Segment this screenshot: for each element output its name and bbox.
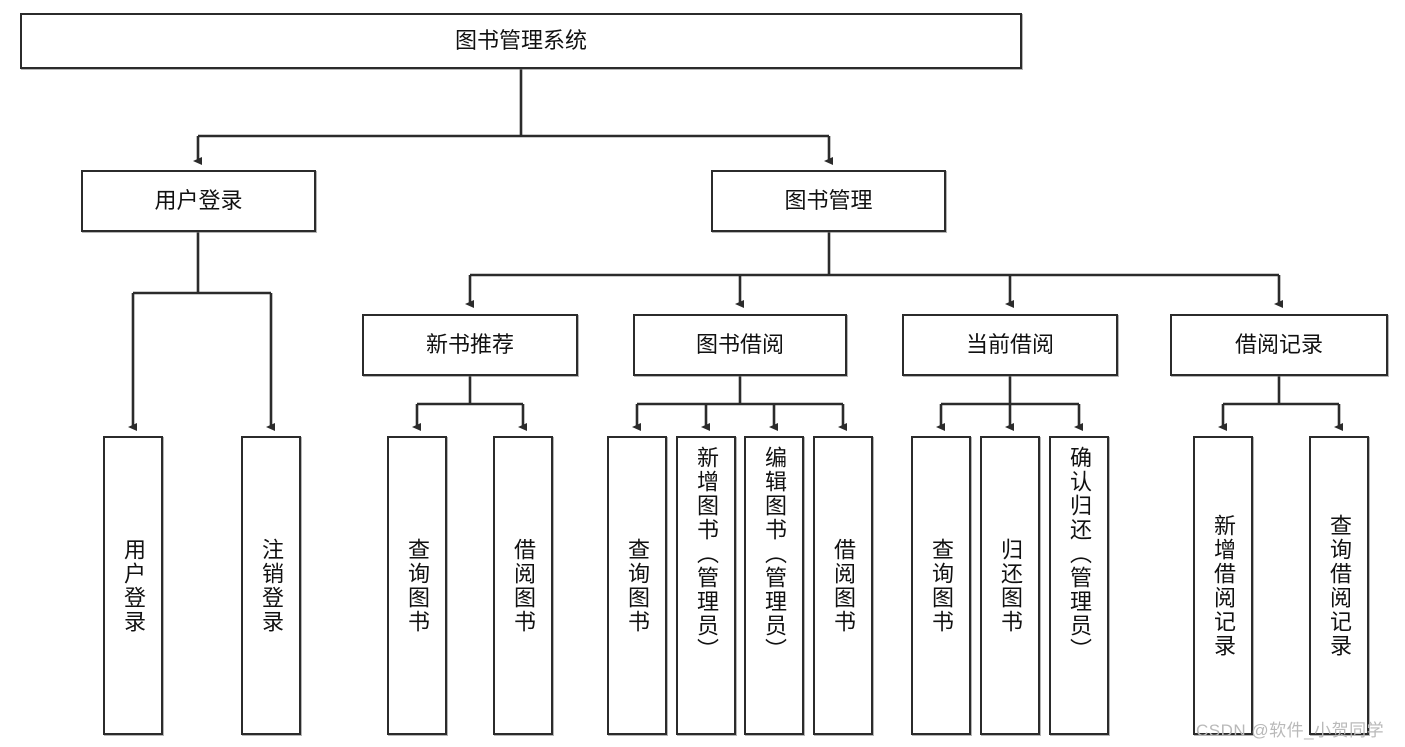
leaf-current-confirm-return[interactable]: 确认归还（管理员）	[1049, 436, 1109, 735]
leaf-current-return-label: 归还图书	[998, 537, 1023, 634]
leaf-user-login-signin[interactable]: 用户登录	[103, 436, 163, 735]
leaf-new-book-borrow-label: 借阅图书	[511, 537, 536, 634]
leaf-records-query[interactable]: 查询借阅记录	[1309, 436, 1369, 735]
node-user-login[interactable]: 用户登录	[81, 170, 316, 232]
node-new-book-recommend[interactable]: 新书推荐	[362, 314, 578, 376]
leaf-borrow-borrow-book-label: 借阅图书	[831, 537, 856, 634]
node-root[interactable]: 图书管理系统	[20, 13, 1022, 69]
leaf-records-add-label: 新增借阅记录	[1211, 513, 1236, 658]
node-new-book-recommend-label: 新书推荐	[425, 332, 514, 358]
node-book-borrow[interactable]: 图书借阅	[633, 314, 847, 376]
leaf-user-login-signout-label: 注销登录	[259, 537, 284, 634]
leaf-borrow-add-book[interactable]: 新增图书（管理员）	[676, 436, 736, 735]
leaf-new-book-query-label: 查询图书	[405, 537, 430, 634]
leaf-user-login-signout[interactable]: 注销登录	[241, 436, 301, 735]
leaf-new-book-borrow[interactable]: 借阅图书	[493, 436, 553, 735]
node-book-management[interactable]: 图书管理	[711, 170, 946, 232]
leaf-borrow-query[interactable]: 查询图书	[607, 436, 667, 735]
node-current-borrow-label: 当前借阅	[965, 332, 1054, 358]
leaf-borrow-borrow-book[interactable]: 借阅图书	[813, 436, 873, 735]
node-borrow-records[interactable]: 借阅记录	[1170, 314, 1388, 376]
leaf-current-query[interactable]: 查询图书	[911, 436, 971, 735]
leaf-user-login-signin-label: 用户登录	[121, 537, 146, 634]
leaf-current-query-label: 查询图书	[929, 537, 954, 634]
leaf-current-confirm-return-label: 确认归还（管理员）	[1067, 446, 1092, 662]
node-root-label: 图书管理系统	[454, 28, 587, 54]
leaf-current-return[interactable]: 归还图书	[980, 436, 1040, 735]
leaf-borrow-edit-book-label: 编辑图书（管理员）	[762, 446, 787, 662]
leaf-new-book-query[interactable]: 查询图书	[387, 436, 447, 735]
node-user-login-label: 用户登录	[154, 188, 243, 214]
node-current-borrow[interactable]: 当前借阅	[902, 314, 1118, 376]
leaf-records-query-label: 查询借阅记录	[1327, 513, 1352, 658]
node-book-borrow-label: 图书借阅	[695, 332, 784, 358]
leaf-records-add[interactable]: 新增借阅记录	[1193, 436, 1253, 735]
node-book-management-label: 图书管理	[784, 188, 873, 214]
leaf-borrow-query-label: 查询图书	[625, 537, 650, 634]
leaf-borrow-add-book-label: 新增图书（管理员）	[694, 446, 719, 662]
node-borrow-records-label: 借阅记录	[1234, 332, 1323, 358]
leaf-borrow-edit-book[interactable]: 编辑图书（管理员）	[744, 436, 804, 735]
